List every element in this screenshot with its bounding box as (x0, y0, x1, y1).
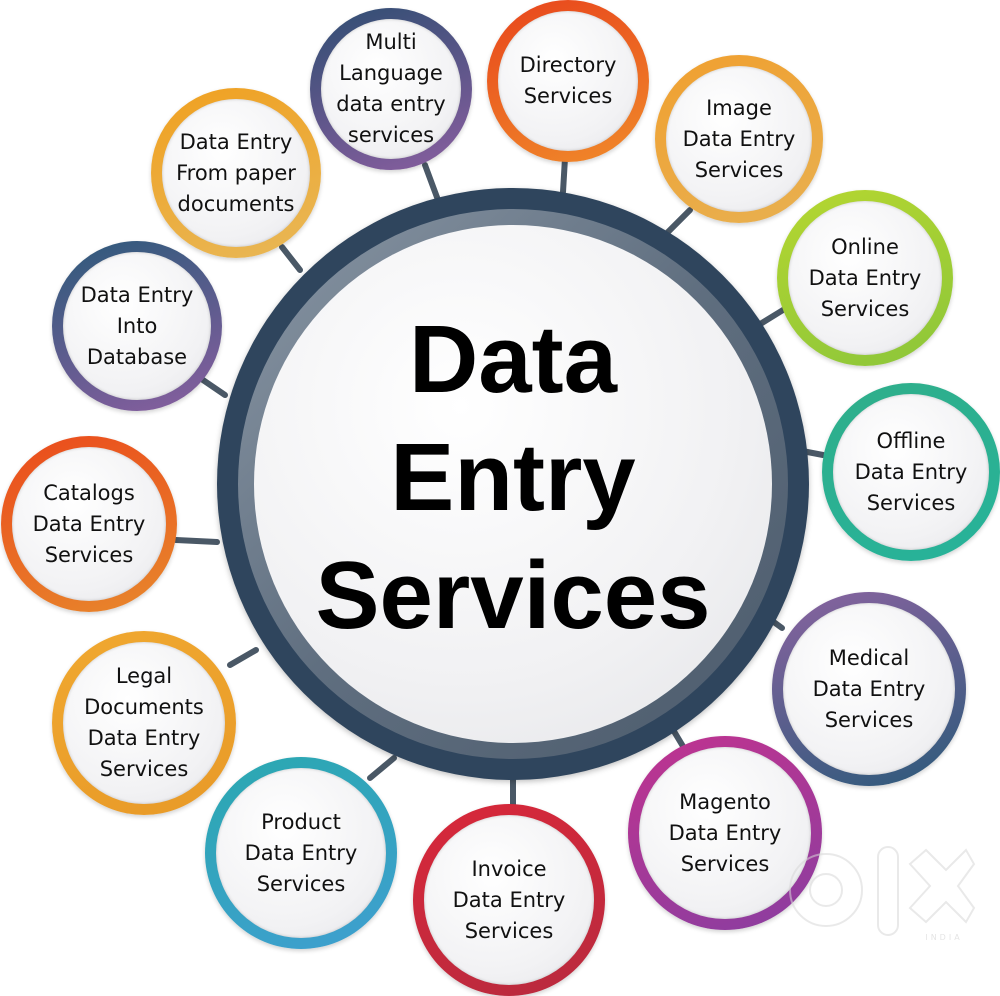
service-bubble-invoice: Invoice Data Entry Services (413, 804, 605, 996)
bubble-text: Documents (84, 695, 204, 719)
bubble-text: Data Entry (682, 126, 796, 151)
service-bubble-catalogs: Catalogs Data Entry Services (1, 436, 177, 612)
bubble-text: Data Entry (179, 129, 293, 154)
bubble-text: Data Entry (808, 265, 922, 290)
hub-title-line-2: Entry (390, 424, 636, 531)
bubble-text: Product (261, 809, 341, 834)
hub-title-line-3: Services (315, 542, 711, 649)
bubble-text: Services (256, 871, 346, 896)
bubble-text: data entry (336, 92, 446, 116)
service-bubble-into-database: Data Entry Into Database (52, 241, 222, 411)
bubble-text: Services (464, 918, 554, 943)
service-bubble-online: Online Data Entry Services (777, 190, 953, 366)
bubble-text: Online (831, 234, 899, 259)
service-bubble-legal: Legal Documents Data Entry Services (52, 631, 236, 815)
bubble-text: Medical (828, 645, 910, 670)
bubble-text: Language (339, 61, 443, 85)
bubble-text: From paper (176, 160, 296, 185)
bubble-text: services (347, 123, 435, 147)
bubble-text: Data Entry (812, 676, 926, 701)
bubble-text: Offline (876, 428, 946, 453)
bubble-text: Data Entry (87, 726, 201, 750)
bubble-text: Services (99, 757, 189, 781)
service-bubble-image: Image Data Entry Services (655, 55, 823, 223)
bubble-text: Services (694, 157, 784, 182)
bubble-text: Services (680, 851, 770, 876)
hub-title-line-1: Data (408, 306, 618, 413)
bubble-text: Data Entry (668, 820, 782, 845)
bubble-text: Image (706, 95, 772, 120)
bubble-text: Multi (365, 30, 417, 54)
watermark-region: INDIA (925, 933, 962, 942)
bubble-text: Database (86, 344, 188, 369)
service-bubble-offline: Offline Data Entry Services (822, 383, 1000, 561)
service-bubble-product: Product Data Entry Services (205, 757, 397, 949)
service-bubble-directory: Directory Services (487, 0, 649, 162)
bubble-text: Catalogs (43, 480, 135, 505)
bubble-text: Magento (679, 789, 771, 814)
olx-watermark-logo: INDIA (789, 846, 976, 942)
service-bubble-from-paper: Data Entry From paper documents (151, 88, 321, 258)
bubble-text: Legal (115, 664, 173, 688)
bubble-text: Services (820, 296, 910, 321)
bubble-text: Services (824, 707, 914, 732)
bubble-text: Services (523, 84, 613, 108)
service-bubble-multi-language: Multi Language data entry services (310, 8, 472, 170)
bubble-text: Invoice (471, 856, 547, 881)
bubble-text: Data Entry (80, 282, 194, 307)
bubble-text: Services (44, 542, 134, 567)
bubble-text: Data Entry (854, 459, 968, 484)
bubble-text: Data Entry (452, 887, 566, 912)
bubble-text: Into (116, 313, 158, 338)
bubble-text: Services (866, 490, 956, 515)
hub-center: Data Entry Services (254, 225, 772, 743)
bubble-text: Directory (519, 53, 617, 77)
bubble-text: Data Entry (244, 840, 358, 865)
bubble-text: documents (177, 191, 295, 216)
service-bubble-magento: Magento Data Entry Services (628, 736, 822, 930)
bubble-text: Data Entry (32, 511, 146, 536)
service-bubble-medical: Medical Data Entry Services (772, 592, 966, 786)
